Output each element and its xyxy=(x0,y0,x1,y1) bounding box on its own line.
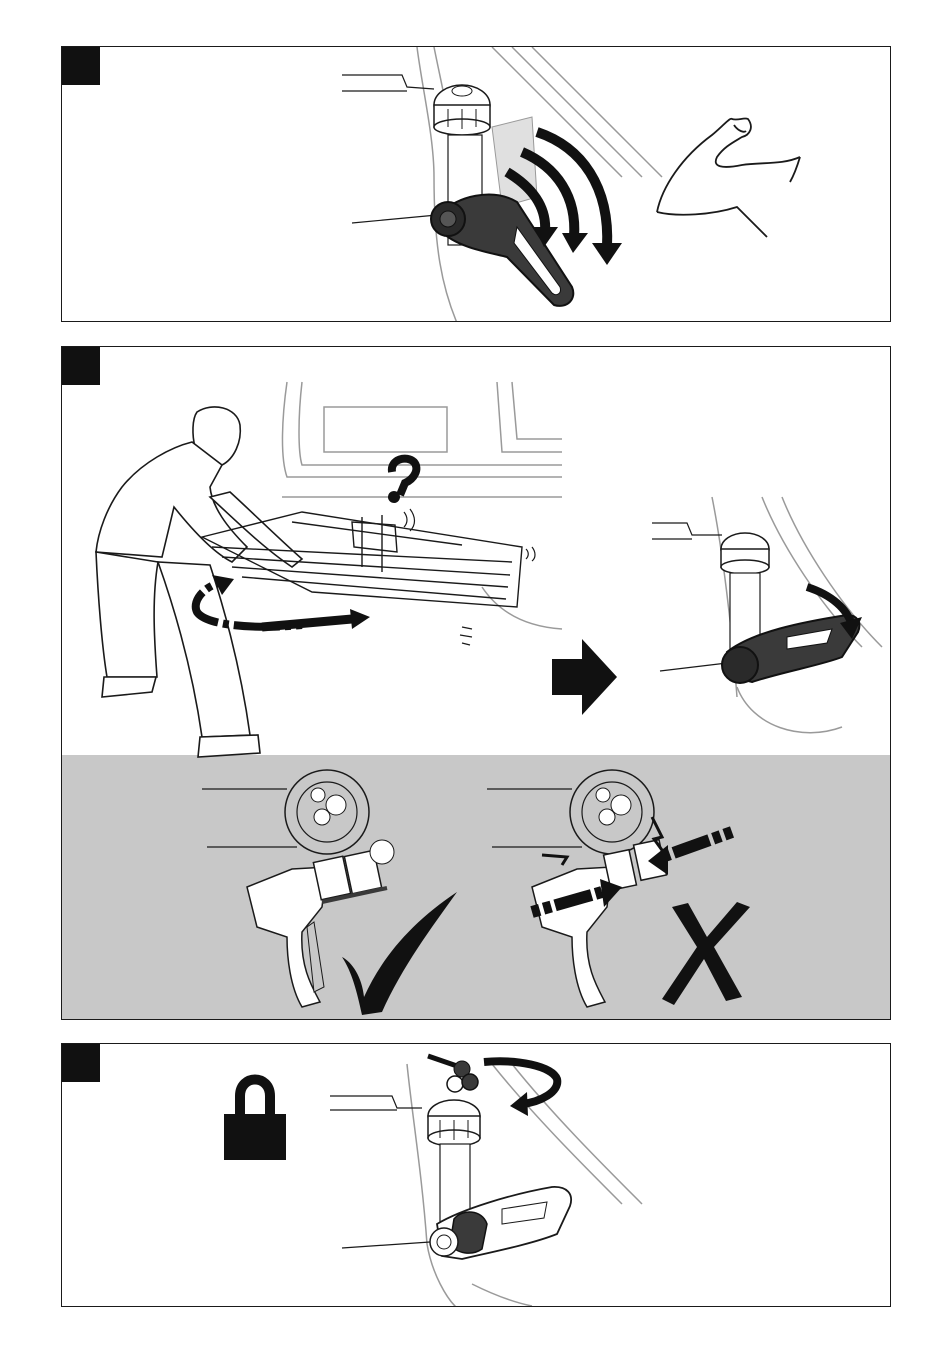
padlock-icon xyxy=(224,1080,286,1161)
incorrect-leader-lines xyxy=(487,789,582,847)
folded-leader-lines xyxy=(652,523,727,671)
key-icon xyxy=(428,1056,478,1092)
leader-lines xyxy=(330,1096,430,1248)
correct-engagement-icon xyxy=(247,770,394,1007)
step-panel-check-engagement xyxy=(61,346,891,1020)
correct-leader-lines xyxy=(202,789,297,847)
next-arrow-icon xyxy=(552,639,617,715)
cross-icon xyxy=(662,902,750,1005)
flexed-arm-icon xyxy=(657,118,800,237)
lock-illustration xyxy=(62,1044,891,1307)
person-lifting-carrier-icon xyxy=(96,407,302,757)
clamp-knob-icon xyxy=(434,85,490,135)
turn-arrow-icon xyxy=(484,1061,557,1116)
step-panel-tighten xyxy=(61,46,891,322)
locked-knob-icon xyxy=(428,1100,480,1224)
incorrect-engagement-icon xyxy=(532,770,732,1007)
vibration-marks xyxy=(404,509,535,645)
clamp-lever-icon xyxy=(431,195,573,306)
leader-lines xyxy=(342,75,437,223)
tighten-illustration xyxy=(62,47,891,322)
carrier-check-illustration xyxy=(62,347,891,1020)
step-panel-lock xyxy=(61,1043,891,1307)
checkmark-icon xyxy=(342,892,457,1015)
